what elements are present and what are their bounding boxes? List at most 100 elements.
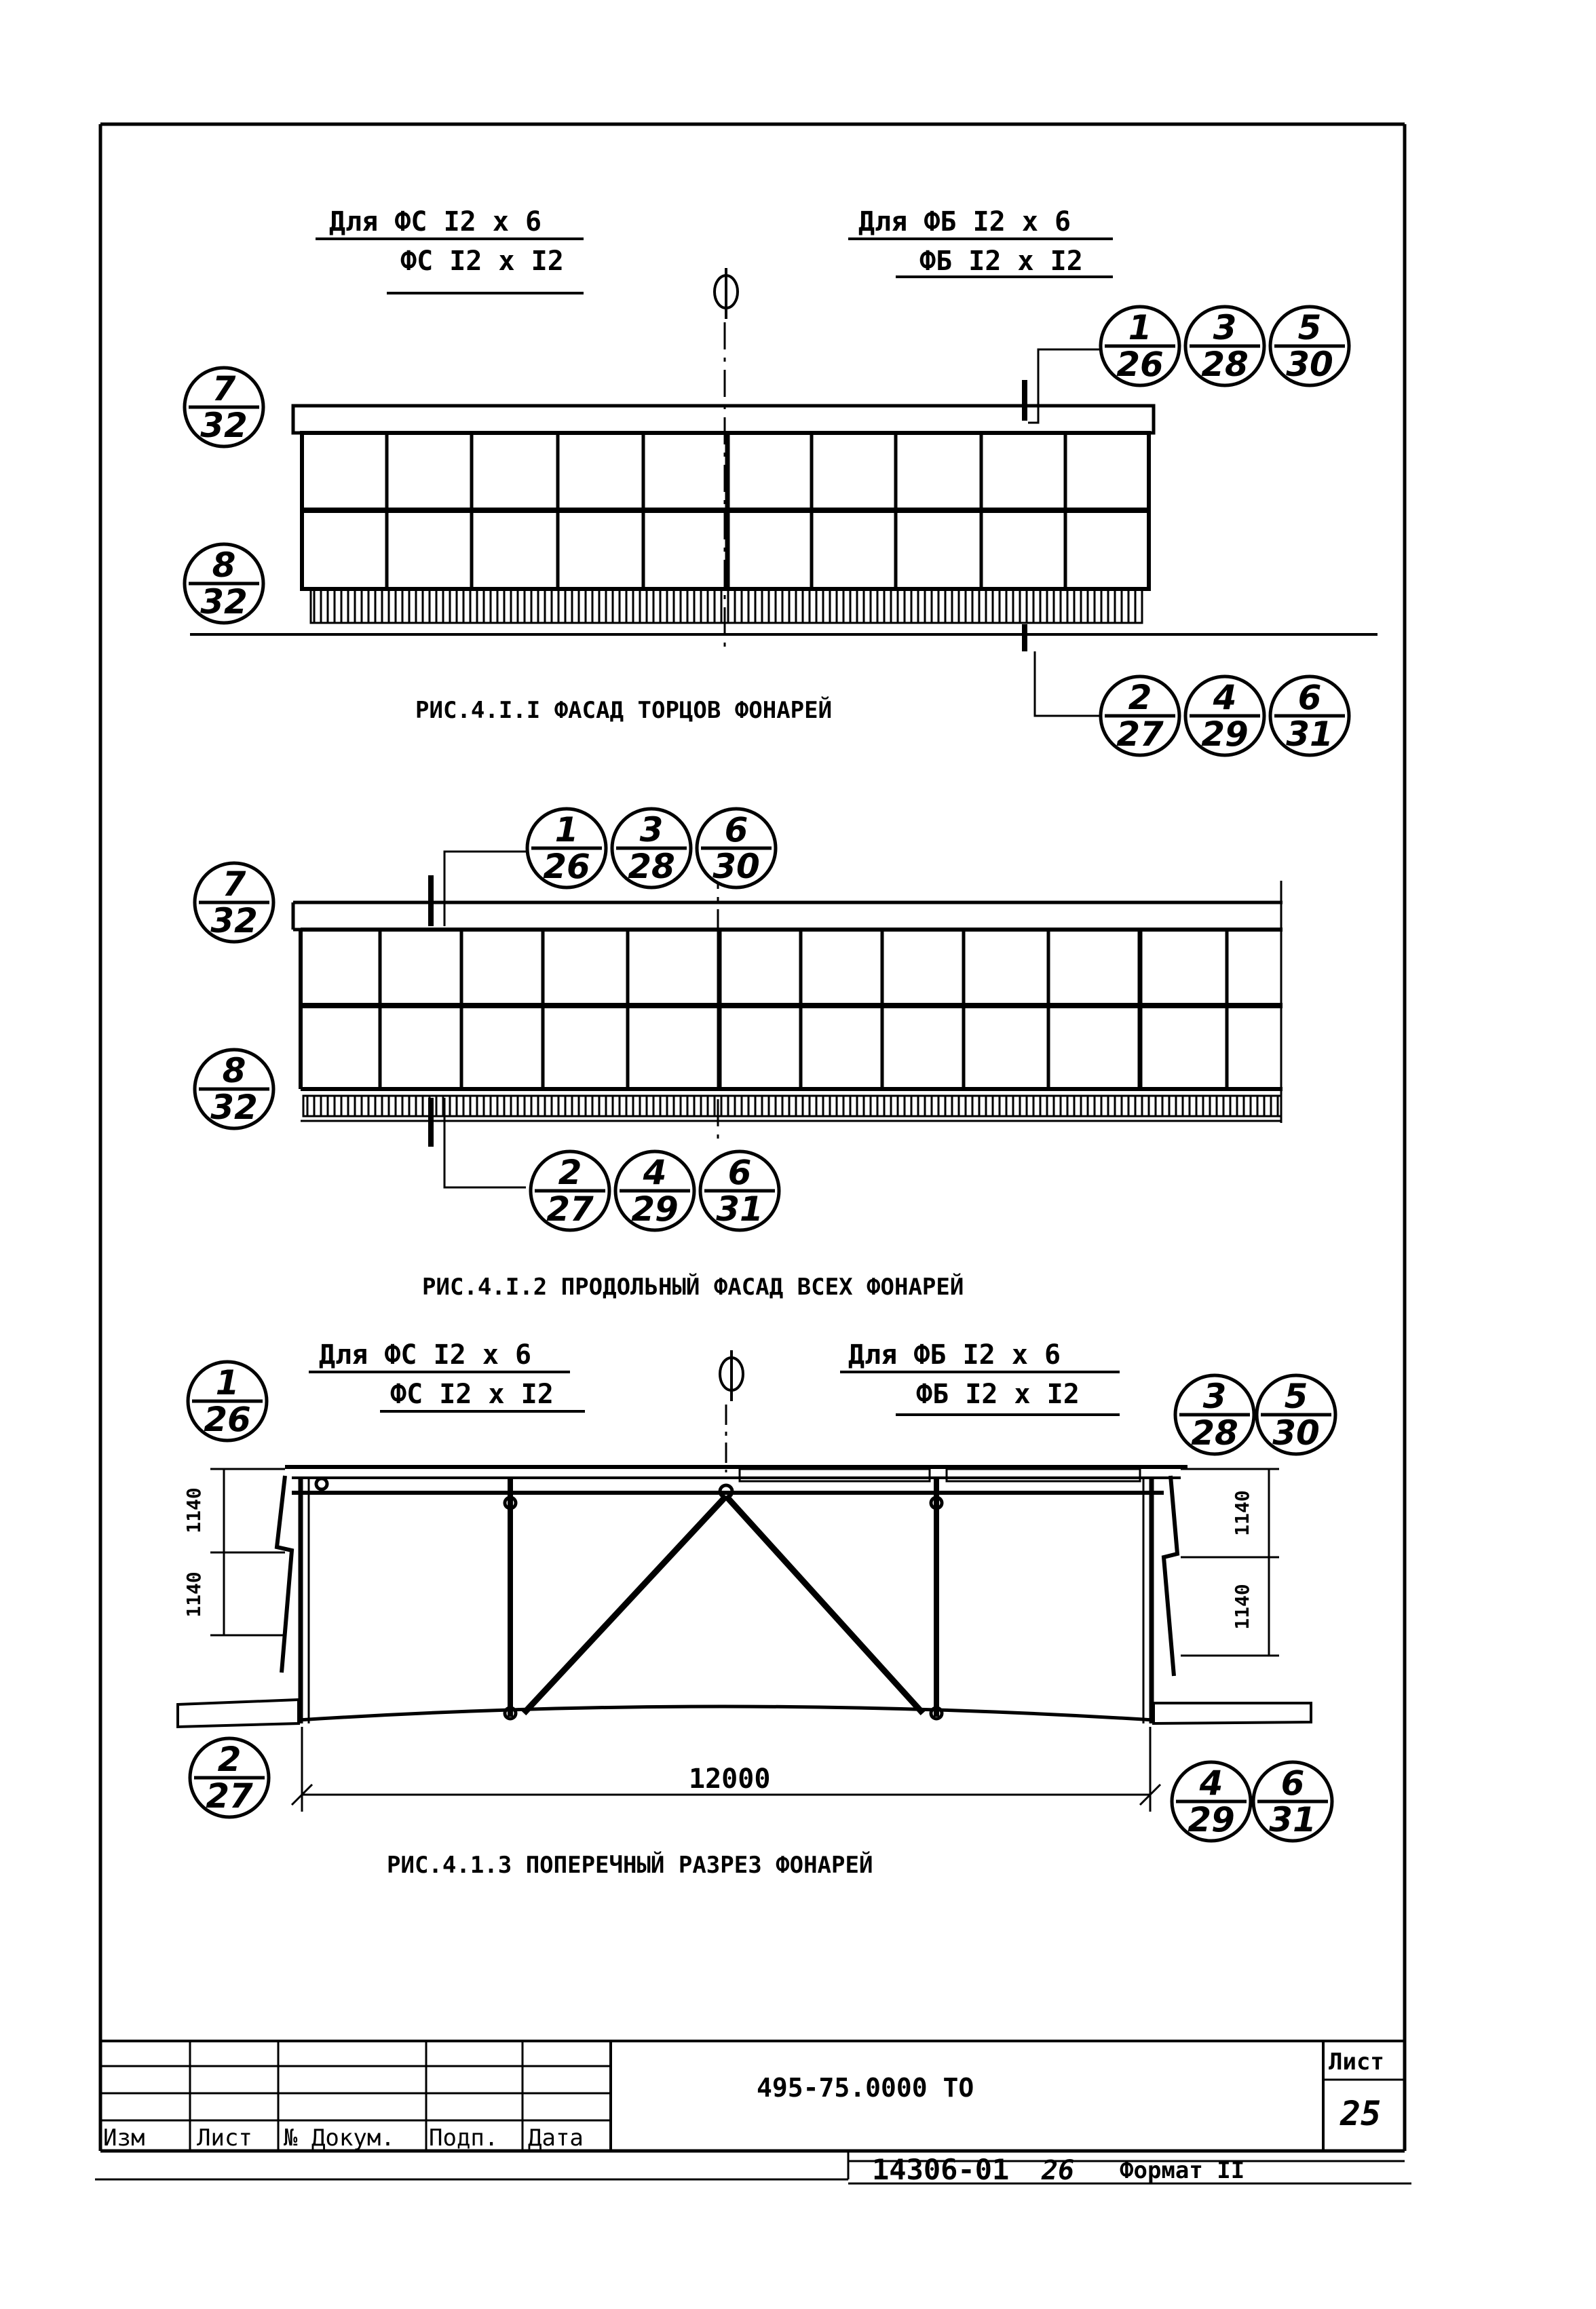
marker-section-number: 3 [640,810,664,850]
fig3-bottom-left-marker-1: 227 [188,1736,271,1819]
marker-sheet-number: 31 [1286,714,1333,754]
fig1-base-hatch [309,588,1143,624]
inventory-number: 14306-01 [872,2153,1009,2186]
marker-section-number: 6 [728,1153,752,1192]
fig1-left-marker-2: 832 [183,542,265,625]
marker-section-number: 2 [1128,678,1152,717]
fig2-top-marker-1: 126 [525,807,608,890]
marker-sheet-number: 30 [1286,345,1333,384]
fig1-axis-symbol-icon [713,268,739,319]
marker-sheet-number: 30 [1272,1413,1320,1453]
fig3-dim-right [1181,1468,1279,1657]
marker-section-number: 3 [1213,308,1237,347]
fig1-leaders [1022,348,1099,717]
marker-sheet-number: 26 [1116,345,1164,384]
fig3-span-dimension: 12000 [689,1763,770,1795]
marker-section-number: 5 [1298,308,1322,347]
fig2-base-hatch [301,1094,1282,1122]
title-col-sign: Подп. [429,2124,498,2152]
fig1-left-header-1: Для ФС I2 х 6 [329,206,542,237]
fig1-top-marker-2: 328 [1183,305,1266,387]
marker-section-number: 1 [1128,308,1152,347]
fig1-right-header-2: ФБ I2 х I2 [919,246,1083,277]
marker-section-number: 8 [212,546,236,585]
section-reference-markers: 7328321263285302274296317328321263286302… [183,305,1351,1843]
marker-section-number: 5 [1285,1377,1308,1416]
marker-section-number: 4 [643,1153,667,1192]
fig2-bottom-marker-2: 429 [613,1149,696,1232]
title-col-doc: № Докум. [284,2124,395,2152]
fig2-bottom-marker-1: 227 [529,1149,611,1232]
marker-sheet-number: 29 [1188,1800,1235,1839]
fig1-lantern-elevation [291,404,1156,591]
marker-section-number: 1 [555,810,579,850]
title-col-rev: Изм [103,2124,145,2152]
fig3-caption: РИС.4.1.3 ПОПЕРЕЧНЫЙ РАЗРЕЗ ФОНАРЕЙ [387,1851,873,1879]
document-code: 495-75.0000 ТО [757,2073,974,2103]
fig3-dim-left [210,1468,285,1637]
format-label: Формат II [1120,2157,1244,2184]
marker-sheet-number: 26 [204,1400,251,1439]
marker-sheet-number: 29 [631,1189,679,1229]
fig3-span-dimension-line [290,1727,1162,1812]
sheet-frame [98,122,1407,2153]
fig3-dim-right-upper: 1140 [1231,1490,1253,1535]
fig3-truss-section [176,1465,1312,1729]
sheet-number: 25 [1340,2094,1381,2133]
fig1-right-header-1: Для ФБ I2 х 6 [858,206,1071,237]
fig3-top-right-marker-2: 530 [1255,1373,1337,1456]
fig3-bottom-right-marker-2: 631 [1251,1760,1334,1843]
fig1-top-marker-1: 126 [1099,305,1181,387]
fig3-right-header-1: Для ФБ I2 х 6 [848,1339,1061,1371]
marker-section-number: 6 [1281,1763,1305,1803]
marker-sheet-number: 28 [1191,1413,1238,1453]
marker-sheet-number: 30 [712,847,760,886]
marker-sheet-number: 32 [210,1088,258,1127]
marker-sheet-number: 32 [210,901,258,940]
fig3-left-header-1: Для ФС I2 х 6 [319,1339,531,1371]
marker-section-number: 4 [1213,678,1237,717]
marker-sheet-number: 32 [200,406,248,445]
marker-section-number: 3 [1203,1377,1227,1416]
fig3-bottom-right-marker-1: 429 [1170,1760,1253,1843]
marker-section-number: 2 [218,1740,242,1779]
fig1-bottom-marker-1: 227 [1099,674,1181,757]
fig2-caption: РИС.4.I.2 ПРОДОЛЬНЫЙ ФАСАД ВСЕХ ФОНАРЕЙ [422,1273,964,1301]
fig3-top-right-marker-1: 328 [1173,1373,1256,1456]
figure-longitudinal-facade [291,814,1282,1189]
marker-section-number: 1 [216,1363,240,1402]
fig2-bottom-marker-3: 631 [698,1149,781,1232]
marker-sheet-number: 29 [1201,714,1249,754]
marker-section-number: 2 [558,1153,582,1192]
marker-sheet-number: 27 [546,1189,594,1229]
title-col-sheet: Лист [197,2124,252,2152]
sheet-label: Лист [1329,2048,1384,2076]
marker-section-number: 7 [212,369,236,408]
marker-section-number: 4 [1199,1763,1223,1803]
fig2-lantern-elevation [291,881,1282,1123]
marker-section-number: 8 [223,1051,246,1090]
marker-sheet-number: 28 [1201,345,1249,384]
marker-section-number: 6 [1298,678,1322,717]
fig3-axis-symbol-icon [719,1350,744,1401]
fig1-left-marker-1: 732 [183,366,265,449]
fig2-left-marker-1: 732 [193,861,276,944]
fig1-left-header-2: ФС I2 х I2 [400,246,564,277]
figure-cross-section: Для ФС I2 х 6 ФС I2 х I2 Для ФБ I2 х 6 Ф… [176,1339,1312,1812]
fig1-bottom-marker-3: 631 [1268,674,1351,757]
marker-sheet-number: 26 [543,847,590,886]
fig2-left-marker-2: 832 [193,1048,276,1130]
marker-sheet-number: 31 [716,1189,763,1229]
marker-section-number: 7 [223,864,246,904]
fig2-top-marker-2: 328 [610,807,693,890]
figure-end-facade: Для ФС I2 х 6 ФС I2 х I2 Для ФБ I2 х 6 Ф… [190,206,1378,717]
fig3-right-header-2: ФБ I2 х I2 [916,1379,1080,1410]
fig2-top-marker-3: 630 [695,807,778,890]
fig1-caption: РИС.4.I.I ФАСАД ТОРЦОВ ФОНАРЕЙ [415,696,832,724]
marker-section-number: 6 [725,810,748,850]
fig1-top-marker-3: 530 [1268,305,1351,387]
fig3-dim-right-lower: 1140 [1231,1584,1253,1629]
fig3-dim-left-upper: 1140 [183,1487,205,1533]
marker-sheet-number: 27 [206,1776,253,1816]
